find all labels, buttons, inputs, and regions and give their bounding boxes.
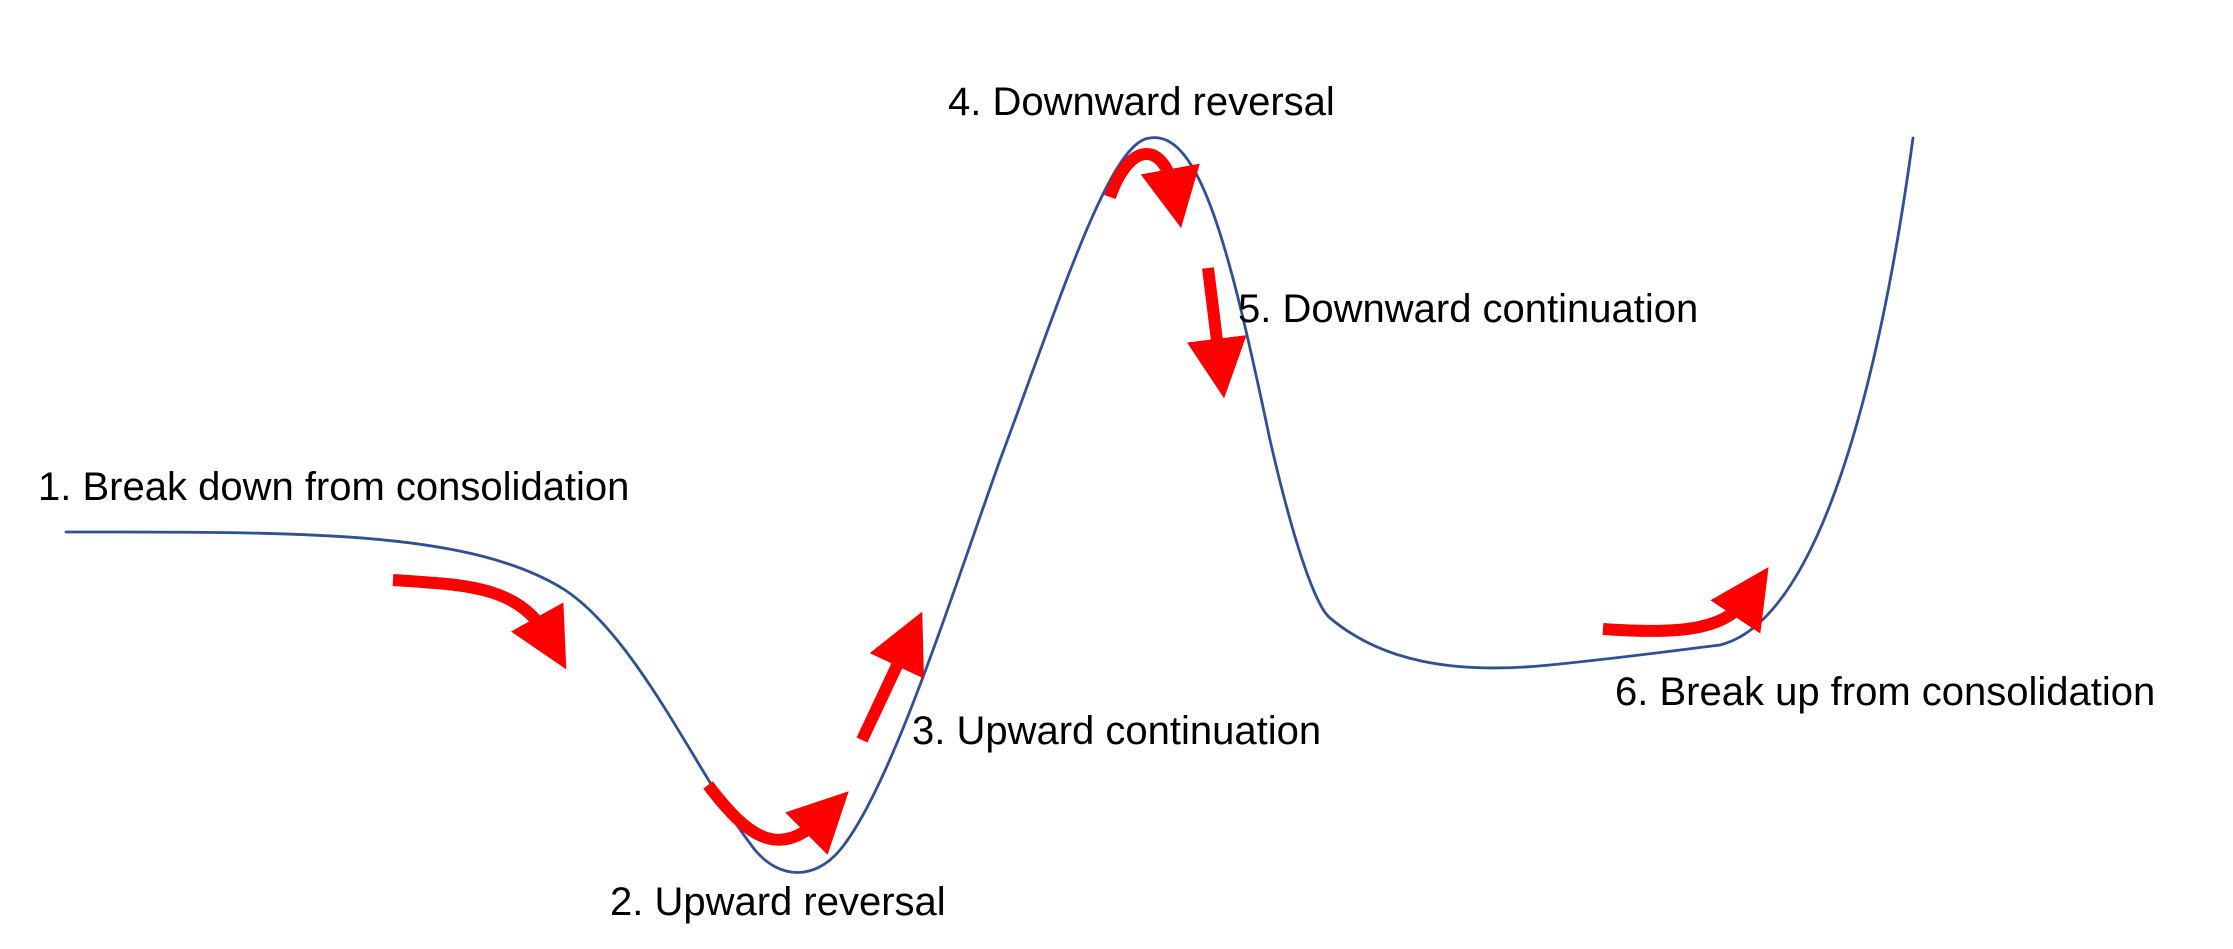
label-break-up: 6. Break up from consolidation — [1615, 670, 2155, 714]
label-downward-continuation: 5. Downward continuation — [1238, 287, 1698, 331]
label-upward-continuation: 3. Upward continuation — [912, 709, 1321, 753]
break-down-arrow — [392, 574, 567, 670]
label-upward-reversal: 2. Upward reversal — [610, 880, 946, 924]
label-downward-reversal: 4. Downward reversal — [948, 80, 1335, 124]
downward-continuation-arrow — [1186, 267, 1247, 399]
arrow-group — [392, 148, 1769, 855]
upward-reversal-arrow — [703, 781, 849, 855]
break-up-arrow — [1602, 567, 1769, 637]
price-curve — [64, 136, 1915, 874]
upward-continuation-arrow — [856, 611, 924, 743]
label-break-down: 1. Break down from consolidation — [38, 465, 629, 509]
downward-reversal-arrow — [1104, 148, 1200, 229]
